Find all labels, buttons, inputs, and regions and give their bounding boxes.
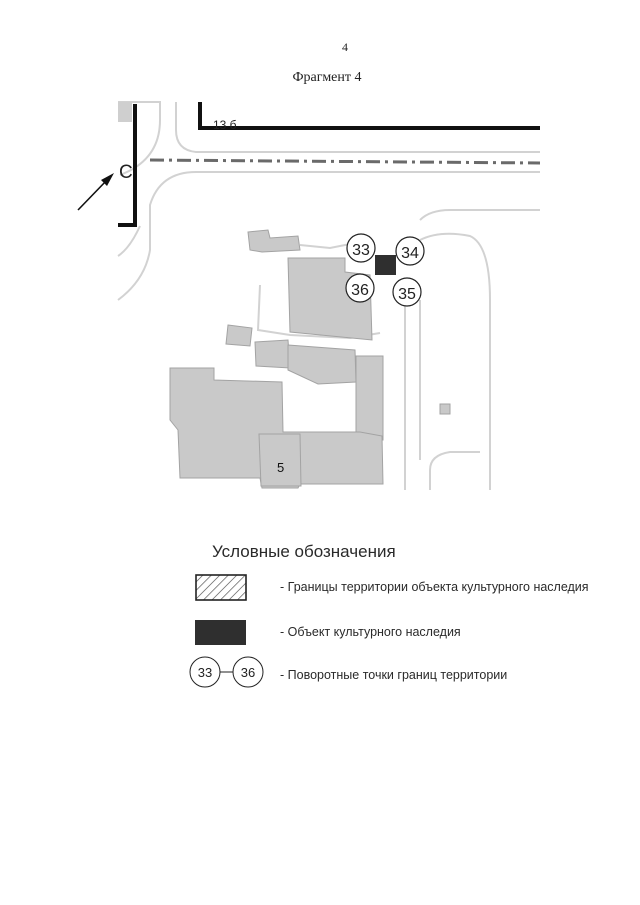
- legend-points-label: - Поворотные точки границ территории: [280, 668, 508, 682]
- small-structure: [439, 403, 451, 415]
- fragment-title: Фрагмент 4: [292, 70, 362, 85]
- legend-item-points: 33 36 - Поворотные точки границ территор…: [0, 654, 640, 694]
- site-plan-map: 13 б С 5 33 34 36 35: [77, 101, 541, 490]
- north-arrow: С: [77, 162, 133, 211]
- point-34: 34: [395, 236, 425, 266]
- legend-item-hatched: - Границы территории объекта культурного…: [0, 572, 640, 612]
- sample-point-to: 36: [241, 665, 255, 680]
- point-33-label: 33: [352, 242, 370, 259]
- points-sample-icon: 33 36: [189, 656, 264, 688]
- house-number-top: 13 б: [213, 118, 237, 132]
- point-36: 36: [345, 273, 375, 303]
- legend-item-object: - Объект культурного наследия: [0, 618, 640, 658]
- buildings: [169, 229, 384, 489]
- legend-hatched-label: - Границы территории объекта культурного…: [280, 580, 589, 594]
- block-walls: [118, 102, 540, 227]
- point-36-label: 36: [351, 282, 369, 299]
- heritage-object: [375, 255, 396, 275]
- building-number: 5: [277, 460, 284, 475]
- hatched-swatch-icon: [195, 574, 247, 601]
- point-35-label: 35: [398, 286, 416, 303]
- point-35: 35: [392, 277, 422, 307]
- top-block-strip: [204, 104, 540, 126]
- point-33: 33: [346, 233, 376, 263]
- legend-title: Условные обозначения: [212, 542, 396, 561]
- road-lines: [117, 101, 540, 490]
- point-34-label: 34: [401, 245, 419, 262]
- boundary-line: [149, 158, 541, 165]
- sample-point-from: 33: [198, 665, 212, 680]
- legend-object-label: - Объект культурного наследия: [280, 625, 461, 639]
- corner-building: [118, 102, 132, 122]
- page-number: 4: [342, 40, 348, 54]
- object-swatch-icon: [195, 620, 246, 645]
- north-letter: С: [119, 162, 133, 183]
